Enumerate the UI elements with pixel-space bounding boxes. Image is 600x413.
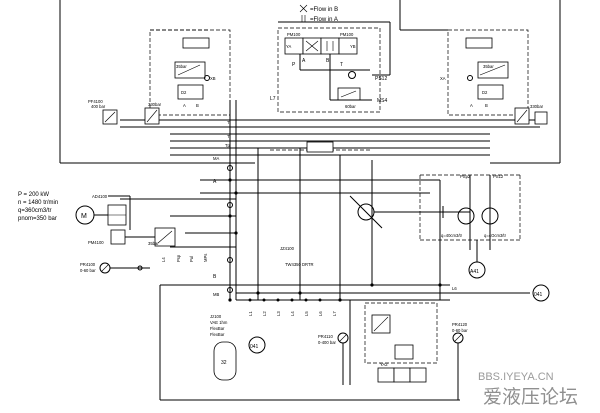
motor-pressure: pnom=350 bar <box>18 216 57 222</box>
coil-left-label: YA <box>286 44 291 49</box>
junction-dots <box>227 165 442 302</box>
pump-model-label: TW4350 DRTR <box>285 262 314 267</box>
bottom-port-l7: L7 <box>332 311 337 316</box>
charge-pumps: PSp2 PS12 q=40cm3/tr q=4Ocm3/tr A41 L6 0… <box>441 174 550 302</box>
check-60bar-label: 60bar <box>345 104 356 109</box>
left-relief-valve: PF4100 400 bar 330bar <box>88 99 162 125</box>
coil-right-label: YB <box>350 44 356 49</box>
hose-box-4: FlexBar <box>210 332 225 337</box>
ad4100-label: AD4100 <box>92 194 108 199</box>
bottom-port-l6: L6 <box>318 311 323 316</box>
flow-legend: =Flow in B =Flow in A <box>299 4 338 23</box>
hose-box-1: Jz100 <box>210 314 222 319</box>
pm-right-label: PM100 <box>340 32 354 37</box>
o41-bottom-label: 041 <box>250 344 259 350</box>
label-a: A <box>213 179 217 185</box>
pf4100-pressure: 400 bar <box>91 104 106 109</box>
bottom-port-l3: L3 <box>276 311 281 316</box>
port-labels: L7 PS12 MS4 T T Tp MA A B MB <box>213 76 388 297</box>
pf4100-label: PF4100 <box>88 99 103 104</box>
label-ms4: MS4 <box>377 98 388 104</box>
label-mb: MB <box>213 292 219 297</box>
pr4120-range: 0-60 bar <box>452 328 468 333</box>
label-l4-side: L4 <box>161 257 166 262</box>
lower-right-valve-block: YA2 PR4110 0-400 bar PR4120 0-60 bar <box>318 302 468 400</box>
right-port-a: A <box>470 103 473 108</box>
label-psp: Psp <box>176 254 181 262</box>
pm4100-label: PM4100 <box>88 240 104 245</box>
center-port-b: B <box>326 58 330 64</box>
right-valve-assembly: 35bar D2 A B XA <box>440 29 529 116</box>
center-port-t: T <box>340 62 343 68</box>
left-bus-port-labels: L4 Psp Pul MPs <box>161 254 208 262</box>
label-mps: MPs <box>203 254 208 262</box>
main-pump-group: JZ4100 TW4350 DRTR <box>280 141 470 267</box>
lower-valve-label: YA2 <box>380 362 388 367</box>
hose-and-tank: Jz100 VAE 1hm FlexBar FlexBar 041 32 <box>210 314 266 381</box>
pump-c1-label: q=40cm3/tr <box>441 233 463 238</box>
bottom-port-l5: L5 <box>304 311 309 316</box>
main-piping <box>59 0 561 401</box>
label-ma: MA <box>213 156 219 161</box>
watermark-chinese: 爱液压论坛 <box>483 386 578 408</box>
motor-power: P = 200 kW <box>18 192 49 198</box>
right-relief-valve: 330bar <box>514 104 548 125</box>
label-tp: Tp <box>225 143 231 148</box>
bottom-port-l4: L4 <box>290 311 295 316</box>
left-port-xb: XB <box>210 76 216 81</box>
pump-c2-label: q=4Ocm3/tr <box>484 233 507 238</box>
label-l6-right: L6 <box>452 286 457 291</box>
label-ps12b: PS12 <box>493 174 504 179</box>
label-psp2: PSp2 <box>460 174 471 179</box>
left-valve-assembly: 35bar D2 A B XB <box>149 29 231 116</box>
label-l7: L7 <box>270 96 276 102</box>
pr4120-label: PR4120 <box>452 322 468 327</box>
watermark: BBS.IYEYA.CN 爱液压论坛 <box>478 371 578 408</box>
watermark-url: BBS.IYEYA.CN <box>478 371 554 383</box>
motor-displacement: q=360cm3/tr <box>18 208 52 214</box>
a41-label: A41 <box>470 269 479 275</box>
jz4100-label: JZ4100 <box>280 246 295 251</box>
bar330-right: 330bar <box>530 104 544 109</box>
motor-symbol: M <box>81 213 87 220</box>
label-b: B <box>213 274 217 280</box>
legend-ii-text: =Flow in A <box>310 17 338 23</box>
legend-x-text: =Flow in B <box>310 7 338 13</box>
pr4100-range: 0-60 bar <box>80 268 96 273</box>
center-directional-valve: PM100 PM100 YA YB A B P T 60bar <box>277 27 381 113</box>
left-check-label: D2 <box>181 90 187 95</box>
left-relief-label: 35bar <box>176 64 187 69</box>
pr4110-range: 0-400 bar <box>318 340 337 345</box>
center-port-p: P <box>292 62 296 68</box>
label-pul: Pul <box>189 256 194 262</box>
label-t2: T <box>227 134 230 139</box>
pm-left-label: PM100 <box>287 32 301 37</box>
hose-box-3: FlexBar <box>210 326 225 331</box>
center-port-a: A <box>302 58 306 64</box>
bar35-label: 35bar <box>148 241 159 246</box>
pr4100-label: PR4100 <box>80 262 96 267</box>
o41-label: 041 <box>534 292 543 298</box>
hose-box-2: VAE 1hm <box>210 320 228 325</box>
tank-label: 32 <box>221 360 227 366</box>
label-ps12: PS12 <box>375 76 387 82</box>
motor-spec-block: P = 200 kW n = 1480 tr/min q=360cm3/tr p… <box>18 192 176 247</box>
bottom-ports: L1 L2 L3 L4 L5 L6 L7 <box>248 298 337 316</box>
pr4110-label: PR4110 <box>318 334 333 339</box>
bottom-port-l2: L2 <box>262 311 267 316</box>
right-port-b: B <box>485 103 488 108</box>
motor-speed: n = 1480 tr/min <box>18 200 58 206</box>
label-t1: T <box>227 120 230 125</box>
bottom-port-l1: L1 <box>248 311 253 316</box>
left-port-a: A <box>183 103 186 108</box>
right-relief-label: 35bar <box>483 64 494 69</box>
right-port-xa: XA <box>440 76 446 81</box>
right-check-label: D2 <box>482 90 488 95</box>
bar330-left: 330bar <box>148 102 162 107</box>
pr4100-gauge: PR4100 0-60 bar <box>80 262 150 274</box>
left-port-b: B <box>196 103 199 108</box>
